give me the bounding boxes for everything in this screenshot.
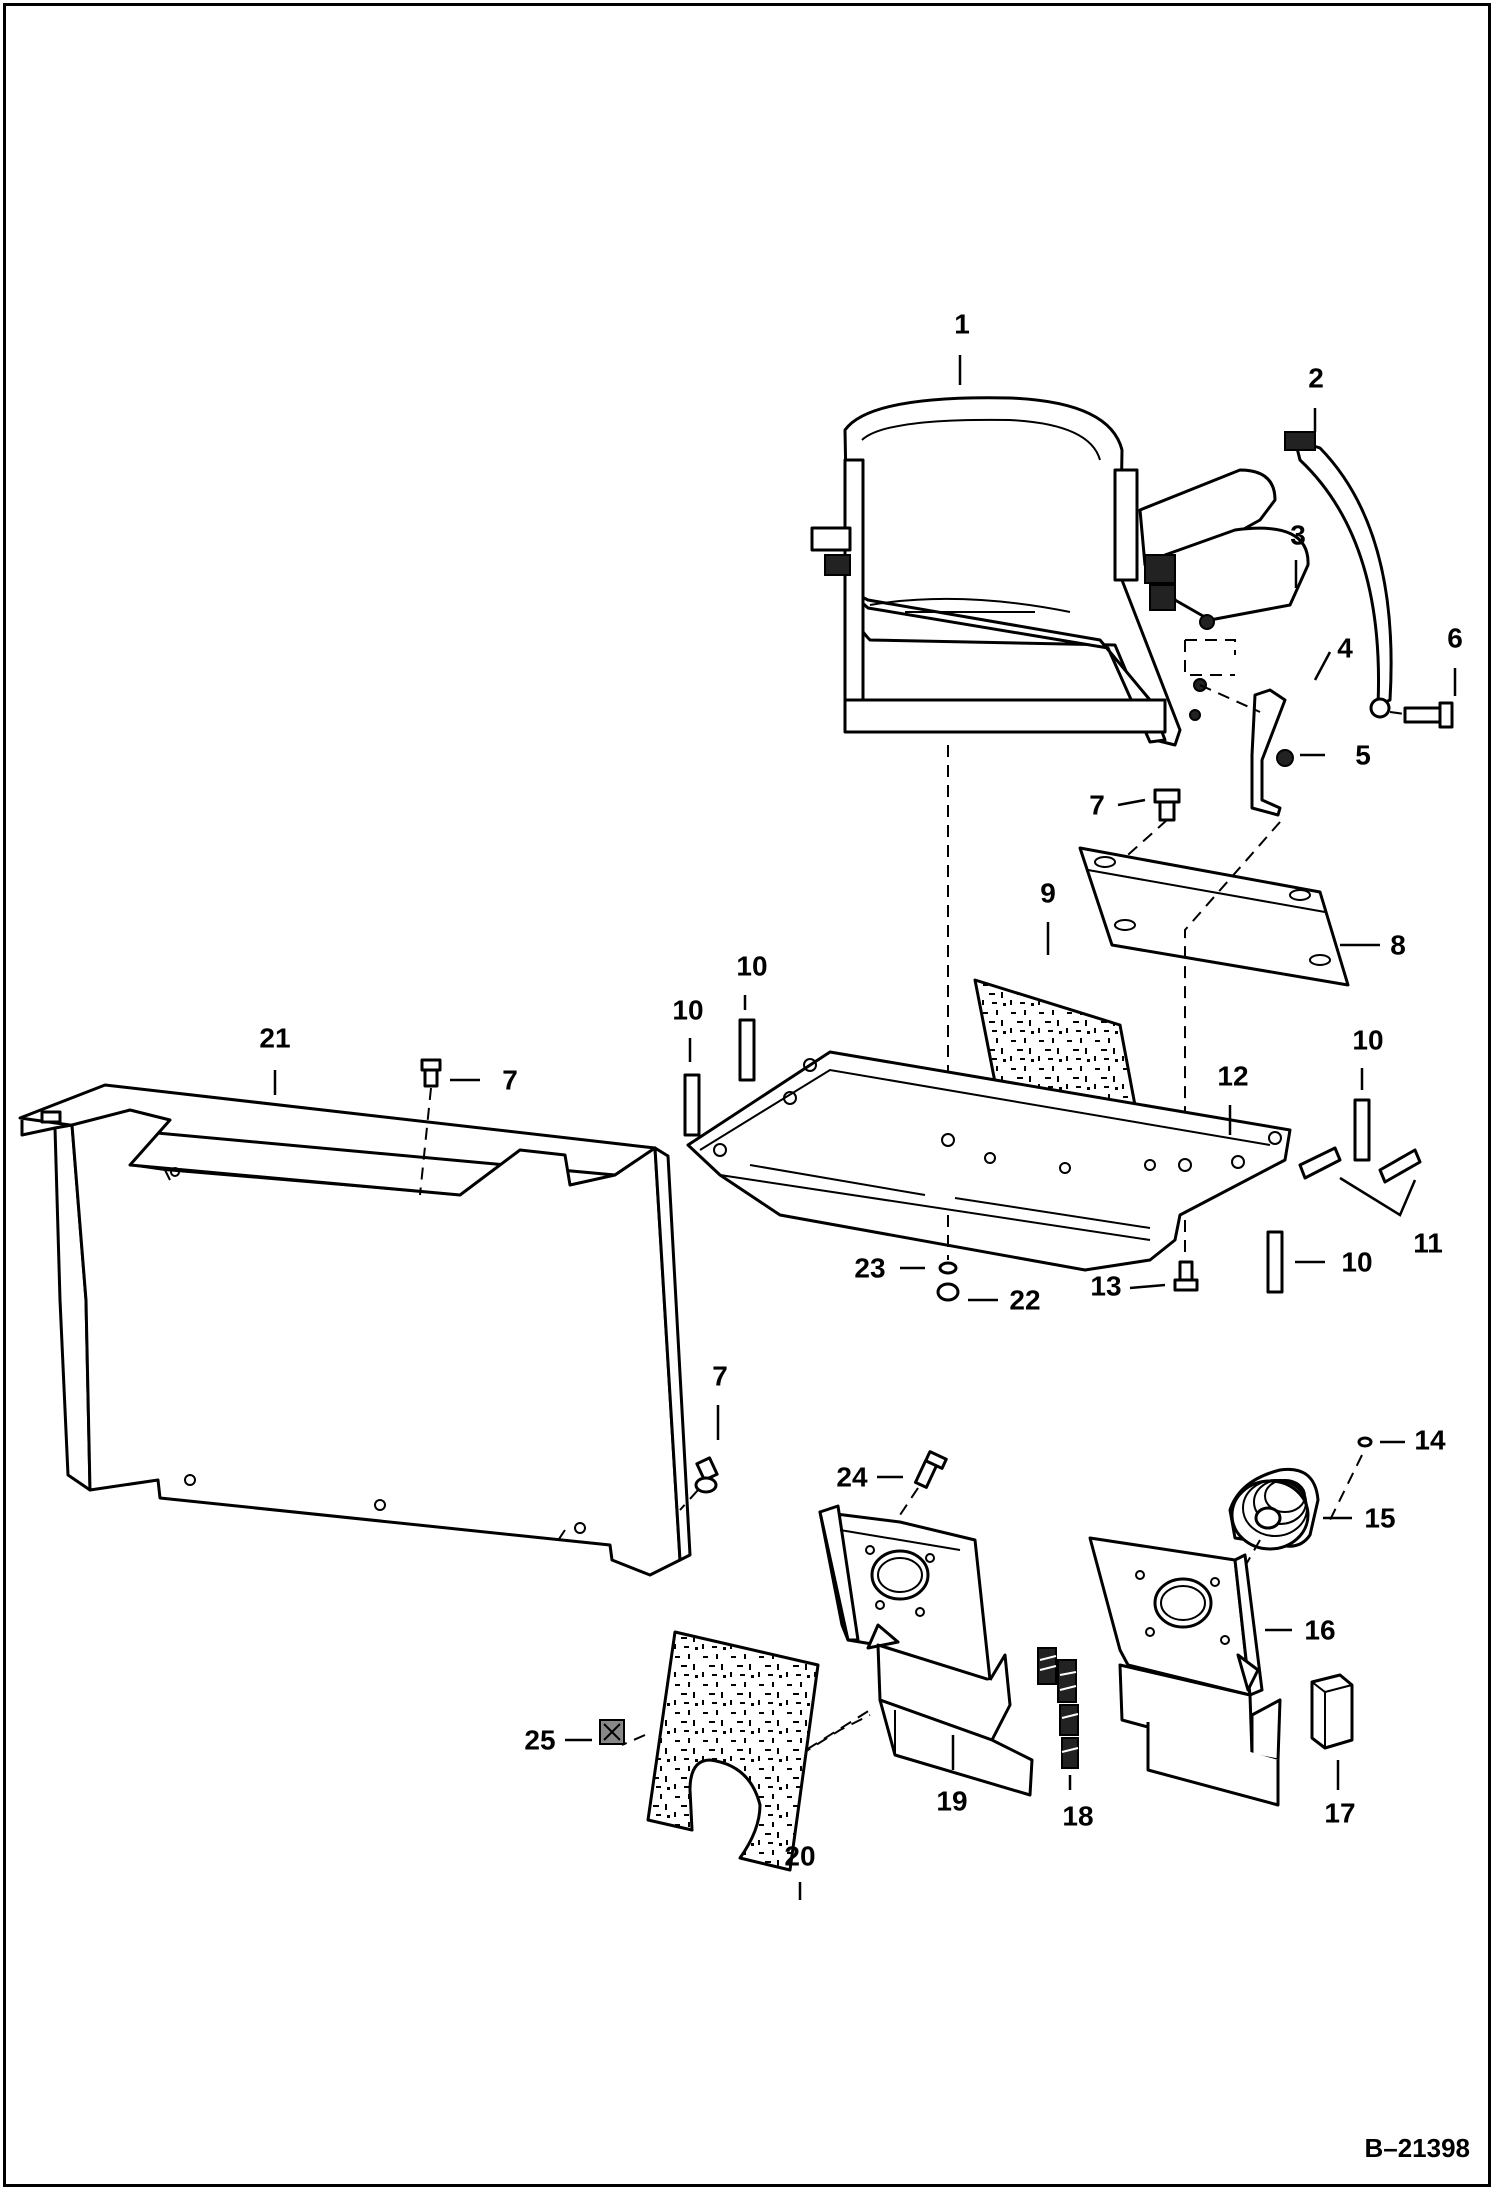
callout-9: 9 — [1040, 877, 1056, 908]
callout-7-side: 7 — [712, 1360, 728, 1391]
callout-1: 1 — [954, 308, 970, 339]
callout-24: 24 — [836, 1461, 868, 1492]
grommet-cross-icon — [603, 1723, 621, 1741]
bolt-24 — [913, 1450, 948, 1489]
bracket-16 — [1088, 1536, 1282, 1807]
callout-13: 13 — [1090, 1270, 1121, 1301]
callout-19: 19 — [936, 1785, 967, 1816]
latch-rod — [1250, 688, 1287, 817]
grommet-boot-15 — [1228, 1467, 1320, 1551]
bolt6-dash-guide — [1389, 711, 1406, 715]
bolt-dash-guide — [1184, 639, 1236, 676]
callout-10b: 10 — [736, 950, 767, 981]
panel-hole-dash — [554, 1529, 566, 1546]
spacer-11b — [1378, 1148, 1422, 1184]
bolt-13 — [1173, 1260, 1199, 1292]
foam-pad-20 — [646, 1630, 820, 1872]
nut-5 — [1276, 749, 1294, 767]
callout-16: 16 — [1304, 1614, 1335, 1645]
bolt-7-top — [1153, 788, 1181, 822]
callout-labels: 1 2 3 4 5 6 7 7 7 8 9 10 10 10 10 11 12 … — [259, 308, 1462, 1871]
drawing-number: B–21398 — [1364, 2133, 1470, 2163]
bolt24-dash-guide — [899, 1487, 919, 1516]
spacer-11a — [1298, 1146, 1342, 1180]
callout-14: 14 — [1414, 1424, 1446, 1455]
leader-lines — [273, 355, 1457, 1900]
spacer-10d — [1266, 1230, 1284, 1294]
bolt-6 — [1403, 701, 1454, 729]
panel-bolt-dash-guide — [419, 1087, 432, 1196]
callout-23: 23 — [854, 1252, 885, 1283]
callout-8: 8 — [1390, 929, 1406, 960]
callout-3: 3 — [1290, 519, 1306, 550]
seat-pan-12 — [686, 1050, 1292, 1272]
nut-22 — [936, 1282, 960, 1302]
spacer-11-leader — [1339, 1176, 1417, 1217]
block-17 — [1310, 1673, 1354, 1750]
spring-18 — [1037, 1647, 1079, 1769]
callout-7-panel: 7 — [502, 1064, 518, 1095]
bolt7-dash-guide — [1119, 819, 1168, 863]
boot-dash-guide — [1239, 1539, 1261, 1576]
callout-15: 15 — [1364, 1502, 1395, 1533]
spacer-10c — [1353, 1098, 1371, 1162]
callout-22: 22 — [1009, 1284, 1040, 1315]
panel-21 — [18, 1083, 692, 1577]
callout-6: 6 — [1447, 622, 1463, 653]
callout-18: 18 — [1062, 1800, 1093, 1831]
bolt-7-panel-side — [694, 1456, 719, 1494]
pad-dash-guide — [789, 1709, 871, 1761]
seat-assembly — [810, 396, 1310, 747]
callout-12: 12 — [1217, 1060, 1248, 1091]
callout-4: 4 — [1337, 632, 1353, 663]
callout-10c: 10 — [1352, 1024, 1383, 1055]
callout-2: 2 — [1308, 362, 1324, 393]
screw-14 — [1357, 1436, 1373, 1448]
spacer-10a — [683, 1073, 701, 1137]
callout-5: 5 — [1355, 739, 1371, 770]
mounting-plate-8 — [1078, 846, 1350, 987]
callout-7-top: 7 — [1089, 789, 1105, 820]
bolt-7-panel-top — [420, 1058, 442, 1088]
seat-strap — [1284, 431, 1393, 719]
screw14-dash-guide — [1329, 1454, 1363, 1521]
grommet-dash-guide — [621, 1734, 646, 1746]
callout-11: 11 — [1413, 1227, 1443, 1258]
drawing-frame — [3, 3, 1491, 2187]
callout-17: 17 — [1324, 1797, 1355, 1828]
callout-20: 20 — [784, 1840, 815, 1871]
callout-10a: 10 — [672, 994, 703, 1025]
callout-10d: 10 — [1341, 1246, 1372, 1277]
side-bolt-dash-guide — [679, 1489, 699, 1511]
bracket-19 — [818, 1504, 1034, 1797]
spacer-10b — [738, 1018, 756, 1082]
callout-25: 25 — [524, 1724, 555, 1755]
latch-dash-guide — [1199, 684, 1261, 713]
callout-21: 21 — [259, 1022, 290, 1053]
washer-23 — [938, 1261, 958, 1275]
